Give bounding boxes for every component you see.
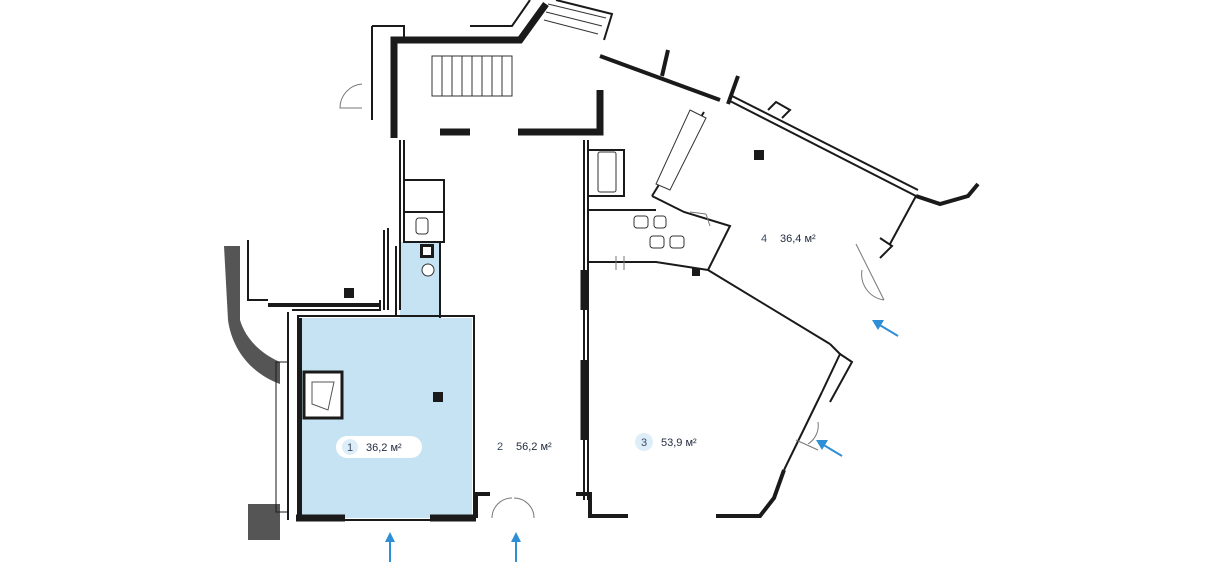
entrance-arrow-icon (385, 532, 395, 562)
entrance-arrows (385, 320, 899, 562)
entrance-arrow-icon (816, 440, 843, 457)
column-icon (302, 370, 344, 420)
entrance-arrow-icon (872, 320, 899, 337)
entrance-arrow-icon (511, 532, 521, 562)
unit-number: 4 (761, 233, 767, 245)
stair-icon (431, 3, 607, 97)
unit-number: 3 (641, 437, 647, 449)
unit-area: 36,4 м² (780, 233, 816, 245)
unit-area: 56,2 м² (516, 441, 552, 453)
unit-area: 53,9 м² (661, 437, 697, 449)
unit-label-3[interactable]: 3 53,9 м² (635, 433, 697, 451)
walls (224, 0, 980, 540)
unit-area: 36,2 м² (366, 442, 402, 454)
doors (339, 83, 885, 519)
unit-number: 1 (347, 442, 353, 454)
unit-number: 2 (497, 441, 503, 453)
unit-label-4[interactable]: 4 36,4 м² (761, 233, 816, 245)
unit-label-1[interactable]: 1 36,2 м² (336, 436, 422, 458)
unit-label-2[interactable]: 2 56,2 м² (497, 441, 552, 453)
plumbing-fixtures (415, 109, 707, 277)
